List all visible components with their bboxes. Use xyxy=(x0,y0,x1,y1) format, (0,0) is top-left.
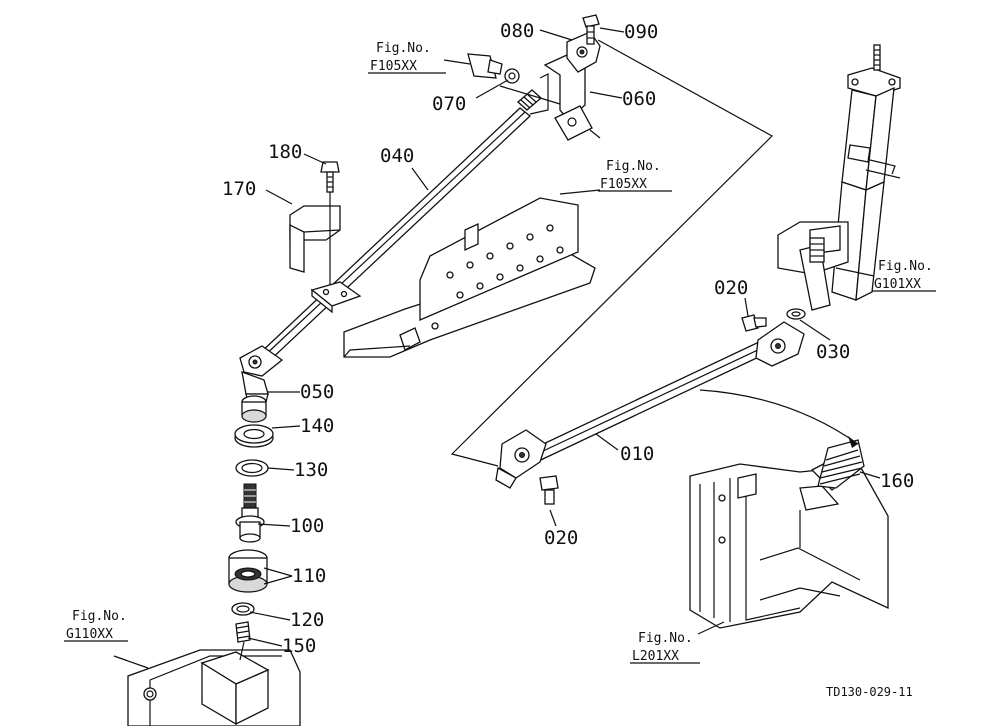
label-090: 090 xyxy=(624,21,658,43)
label-080: 080 xyxy=(500,20,534,42)
label-100: 100 xyxy=(290,515,324,537)
label-050: 050 xyxy=(300,381,334,403)
label-120: 120 xyxy=(290,609,324,631)
label-020-lower: 020 xyxy=(544,527,578,549)
lower-frame-housing xyxy=(127,649,301,726)
part-160-boot xyxy=(799,439,865,511)
clamp-plate xyxy=(310,281,362,314)
part-020-bolt-upper xyxy=(741,314,767,332)
figref-g101-code: G101XX xyxy=(874,277,921,292)
label-110: 110 xyxy=(292,565,326,587)
label-060: 060 xyxy=(622,88,656,110)
label-140: 140 xyxy=(300,415,334,437)
label-150: 150 xyxy=(282,635,316,657)
figref-f105-lower-label: Fig.No. xyxy=(606,159,661,174)
drawing-id: TD130-029-11 xyxy=(826,685,913,699)
part-050-bearing xyxy=(241,395,267,423)
figref-g101-label: Fig.No. xyxy=(878,259,933,274)
label-030: 030 xyxy=(816,341,850,363)
figref-g110-code: G110XX xyxy=(66,627,113,642)
label-170: 170 xyxy=(222,178,256,200)
part-070-bolt xyxy=(467,53,520,84)
part-140-washer xyxy=(234,424,274,448)
figref-l201-label: Fig.No. xyxy=(638,631,693,646)
part-labels: 080 090 070 060 040 180 170 050 140 130 … xyxy=(222,20,914,657)
figref-g110-label: Fig.No. xyxy=(72,609,127,624)
part-100-shaft xyxy=(235,483,265,543)
leader-lines xyxy=(113,27,881,669)
label-160: 160 xyxy=(880,470,914,492)
upper-universal-joint xyxy=(239,345,284,403)
label-130: 130 xyxy=(294,459,328,481)
part-130-ring xyxy=(235,459,269,477)
label-020-upper: 020 xyxy=(714,277,748,299)
part-150-pin xyxy=(235,621,251,661)
part-110-bearing xyxy=(228,549,268,593)
figref-f105-upper-label: Fig.No. xyxy=(376,41,431,56)
label-070: 070 xyxy=(432,93,466,115)
label-180: 180 xyxy=(268,141,302,163)
figref-f105-lower-code: F105XX xyxy=(600,177,647,192)
part-010-intermediate-shaft xyxy=(495,321,805,489)
part-020-bolt-lower xyxy=(539,475,559,505)
steering-column xyxy=(777,44,901,311)
figref-f105-upper-code: F105XX xyxy=(370,59,417,74)
part-030-washer xyxy=(786,308,806,320)
dash-mount-plate xyxy=(343,197,596,358)
part-090-bolt xyxy=(582,14,600,45)
floor-panel xyxy=(689,463,889,629)
label-010: 010 xyxy=(620,443,654,465)
label-040: 040 xyxy=(380,145,414,167)
part-120-ring xyxy=(231,602,255,616)
part-180-bolt xyxy=(320,161,340,290)
figure-references: Fig.No. F105XX Fig.No. F105XX Fig.No. G1… xyxy=(64,41,936,664)
assembly-guide-lines xyxy=(450,39,859,467)
figref-l201-code: L201XX xyxy=(632,649,679,664)
part-170-bracket xyxy=(289,205,341,273)
